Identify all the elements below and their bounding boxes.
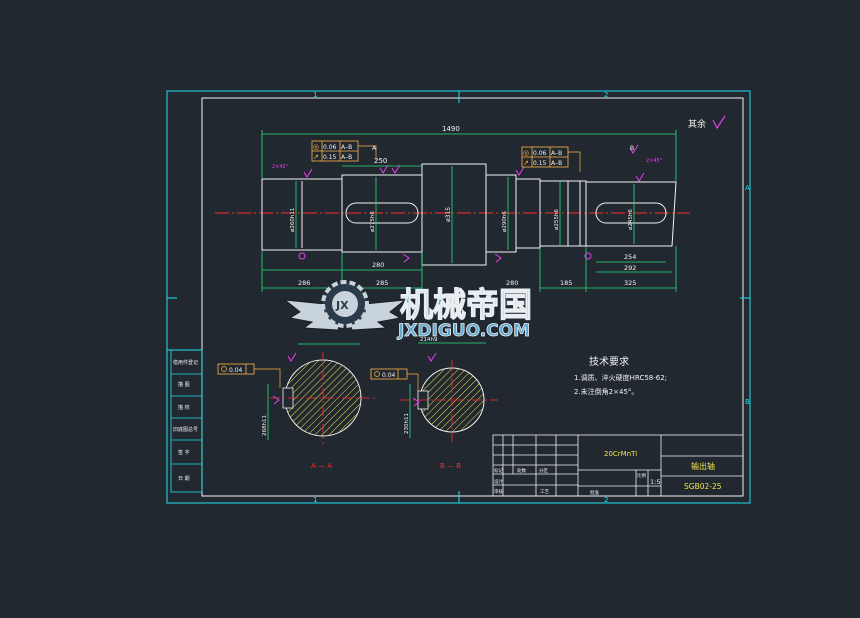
tech-req-title: 技术要求: [589, 355, 629, 368]
title-scale: 1:5: [650, 478, 660, 486]
dim-left-chamfer: 2×45°: [272, 164, 289, 170]
stamp-cell-2: 描 图: [178, 381, 190, 388]
dim-second-diameter: ø275h6: [370, 211, 376, 232]
section-b-gdt: 0.04: [382, 372, 396, 379]
dim-right-1: 254: [624, 253, 636, 261]
top-zone-mark-2: 2: [604, 91, 608, 99]
bottom-zone-mark-2: 2: [604, 496, 608, 504]
stamp-cell-6: 日 期: [178, 476, 190, 482]
dim-bottom-6: 325: [624, 279, 636, 287]
title-row-mark: 标记: [494, 467, 503, 474]
title-block: [492, 434, 744, 497]
remaining-finish-label: 其余: [688, 118, 706, 130]
title-material: 20CrMnTi: [604, 450, 637, 458]
gdt-frame-right: ◎ 0.06 A–B ↗ 0.15 A–B: [521, 146, 569, 168]
dim-left-diameter: ø260h11: [290, 208, 296, 232]
title-small-3: 工艺: [540, 489, 549, 495]
surface-finish-icon: [712, 115, 726, 130]
logo-cn-text: 机械帝国: [400, 285, 532, 324]
logo-en-text: JXDIGUO.COM: [397, 321, 530, 341]
gdt-left-symbol-1: ◎: [313, 143, 319, 151]
bottom-zone-mark-1: 1: [313, 496, 317, 504]
dim-journal-diameter: ø255h6: [554, 209, 560, 230]
logo-badge: JX: [335, 299, 349, 312]
gdt-right-datum-2: A–B: [551, 160, 562, 167]
gdt-left-datum-2: A–B: [341, 154, 352, 161]
title-small-1: 处数: [517, 467, 526, 474]
section-a-depth: 268h11: [262, 415, 268, 436]
title-drawing-no: SGB02-25: [684, 482, 722, 491]
gdt-frame-left: ◎ 0.06 A–B ↗ 0.15 A–B: [311, 140, 359, 162]
dim-top-length: 250: [374, 157, 387, 165]
title-small-4: 批准: [590, 489, 599, 496]
stamp-cell-4: 旧底图总号: [173, 426, 198, 433]
gdt-left-datum-1: A–B: [341, 144, 352, 151]
dim-bottom-3: 280: [372, 261, 384, 269]
section-b-label: B — B: [440, 462, 461, 470]
left-stamp-column: [170, 349, 203, 493]
dim-bottom-2: 285: [376, 279, 388, 287]
watermark-logo: JX 机械帝国 JXDIGUO.COM: [283, 280, 533, 341]
dim-right-2: 292: [624, 264, 636, 272]
gdt-left-value-1: 0.06: [323, 144, 337, 151]
title-small-2: 分区: [539, 467, 548, 474]
gdt-right-symbol-1: ◎: [523, 149, 529, 157]
section-a-label: A — A: [311, 462, 332, 470]
section-b-depth: 230h11: [404, 413, 410, 434]
right-zone-mark-a: A: [745, 184, 750, 192]
gdt-right-symbol-2: ↗: [523, 159, 529, 167]
gdt-right-value-1: 0.06: [533, 150, 547, 157]
dim-bottom-1: 286: [298, 279, 310, 287]
title-row-review: 审核: [494, 488, 503, 495]
section-mark-a: A: [372, 145, 377, 152]
section-mark-b: B: [630, 145, 634, 152]
dim-collar-right-diameter: ø290h6: [502, 211, 508, 232]
section-a-a: 0.04 268h11 A — A: [217, 343, 376, 470]
dim-right-end-diameter: ø245h6: [628, 209, 634, 230]
gdt-left-symbol-2: ↗: [313, 153, 319, 161]
stamp-cell-3: 描 校: [178, 404, 190, 411]
section-b-key-width: 214h9: [420, 337, 438, 343]
title-small-5: 比例: [637, 472, 646, 479]
dim-bottom-4: 280: [506, 279, 518, 287]
gdt-right-datum-1: A–B: [551, 150, 562, 157]
gdt-right-value-2: 0.15: [533, 160, 547, 167]
gdt-left-value-2: 0.15: [323, 154, 337, 161]
dim-overall-length: 1490: [442, 125, 460, 133]
tech-req-item-2: 2.未注倒角2×45°。: [574, 387, 638, 396]
right-zone-mark-b: B: [745, 398, 750, 406]
dim-right-chamfer: 2×45°: [646, 158, 663, 164]
dim-bottom-5: 185: [560, 279, 572, 287]
stamp-cell-1: 借用件登记: [173, 359, 198, 366]
section-b-b: 0.04 214h9 230h11 B — B: [370, 337, 498, 470]
surface-finish-marks: [298, 144, 645, 263]
tech-req-item-1: 1.调质、淬火硬度HRC58-62;: [574, 373, 667, 382]
top-zone-mark-1: 1: [313, 91, 317, 99]
title-part-name: 输出轴: [691, 461, 715, 471]
dim-collar-diameter: ø315: [445, 207, 452, 222]
title-row-design: 设计: [494, 478, 503, 485]
section-a-gdt: 0.04: [229, 367, 243, 374]
stamp-cell-5: 签 字: [178, 449, 190, 456]
